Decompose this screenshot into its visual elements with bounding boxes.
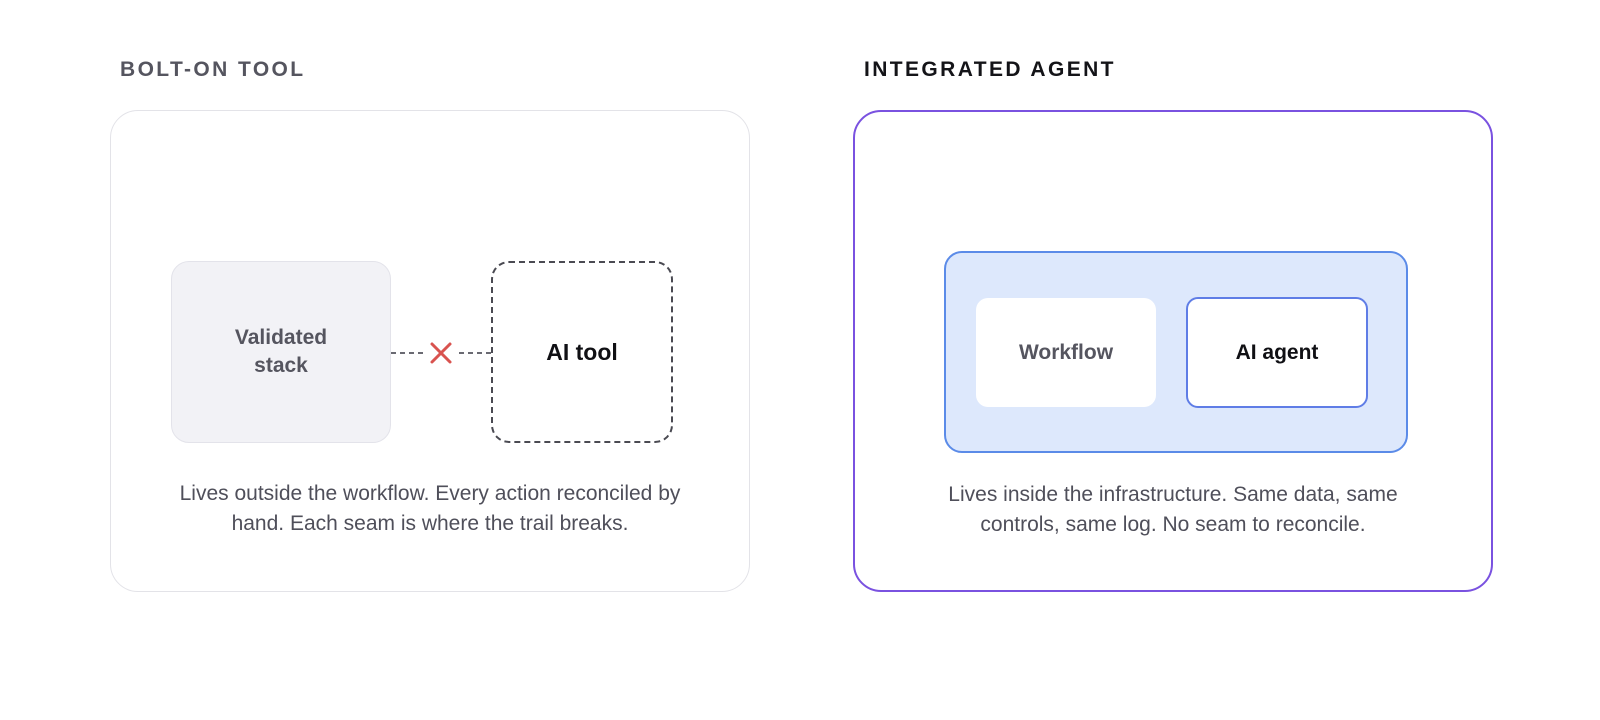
infrastructure-container: Workflow AI agent bbox=[944, 251, 1408, 453]
integrated-panel: Workflow AI agent Lives inside the infra… bbox=[853, 110, 1493, 592]
bolt-on-heading: BOLT-ON TOOL bbox=[120, 58, 306, 81]
bolt-on-panel: Validated stack AI tool Lives outside th… bbox=[110, 110, 750, 592]
ai-tool-box: AI tool bbox=[491, 261, 673, 443]
bolt-on-description: Lives outside the workflow. Every action… bbox=[179, 482, 681, 535]
broken-link-x-icon bbox=[430, 342, 452, 364]
integrated-description: Lives inside the infrastructure. Same da… bbox=[948, 483, 1398, 536]
ai-agent-label: AI agent bbox=[1235, 340, 1319, 364]
workflow-box: Workflow bbox=[976, 298, 1156, 407]
broken-connector bbox=[391, 342, 491, 364]
validated-stack-label: Validated stack bbox=[234, 326, 328, 377]
integrated-heading: INTEGRATED AGENT bbox=[864, 58, 1116, 81]
workflow-label: Workflow bbox=[1018, 340, 1114, 364]
validated-stack-box: Validated stack bbox=[171, 261, 391, 443]
ai-tool-label: AI tool bbox=[546, 338, 618, 365]
ai-agent-box: AI agent bbox=[1186, 297, 1368, 408]
